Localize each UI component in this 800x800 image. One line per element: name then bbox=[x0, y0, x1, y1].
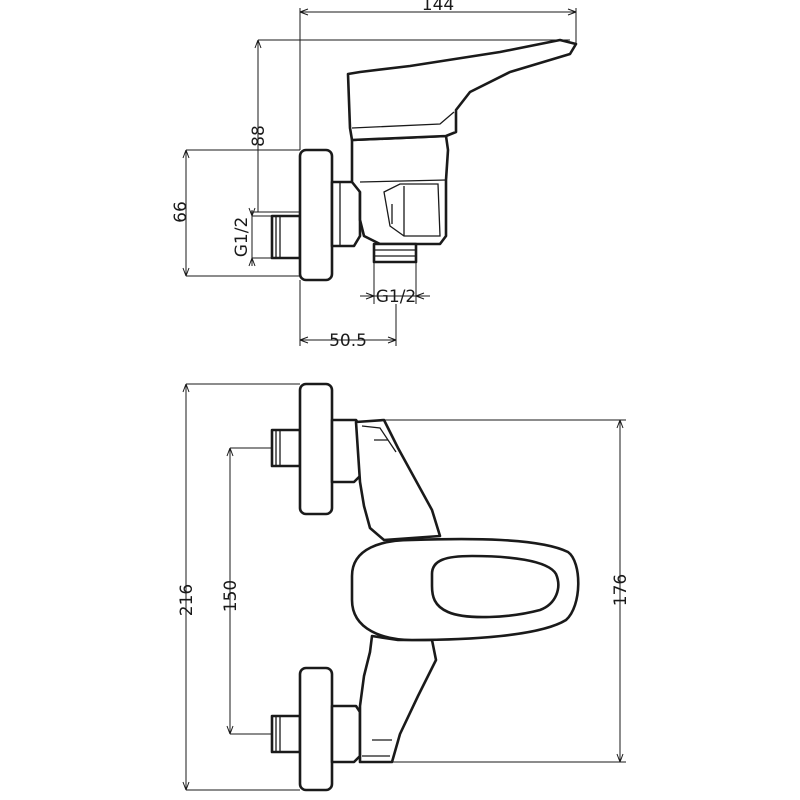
dimension-depth-50-5: 50.5 bbox=[299, 280, 397, 351]
dimension-height-176: 176 bbox=[384, 419, 631, 763]
side-connector bbox=[330, 180, 362, 248]
side-wall-flange bbox=[298, 148, 334, 282]
front-lower-flange bbox=[298, 666, 334, 792]
front-mixer-body-lower bbox=[358, 634, 438, 764]
label-height-overall: 216 bbox=[177, 584, 197, 616]
dimension-height-88: 88 bbox=[249, 39, 570, 213]
label-height-handle: 88 bbox=[249, 125, 269, 147]
front-mixer-body bbox=[354, 418, 442, 542]
dimension-outlet-thread: G1/2 bbox=[360, 262, 430, 307]
label-width-overall: 144 bbox=[422, 0, 454, 15]
side-outlet-nipple bbox=[372, 242, 418, 264]
label-inlet-spacing: 150 bbox=[221, 580, 241, 612]
dimension-height-66: 66 bbox=[171, 149, 300, 277]
dimension-inlet-thread: G1/2 bbox=[232, 207, 272, 267]
dimension-width-144: 144 bbox=[299, 0, 577, 150]
side-view: 144 88 66 G1/2 G1/2 bbox=[171, 0, 578, 351]
side-mixer-body bbox=[350, 134, 450, 246]
label-inlet-thread: G1/2 bbox=[232, 217, 252, 258]
label-outlet-thread: G1/2 bbox=[376, 287, 417, 307]
label-depth-outlet: 50.5 bbox=[329, 331, 367, 351]
front-view: 216 150 176 bbox=[177, 382, 631, 792]
front-handle-inset bbox=[430, 554, 560, 619]
label-height-body: 66 bbox=[171, 201, 191, 223]
side-handle-lever bbox=[346, 38, 578, 142]
front-upper-flange bbox=[298, 382, 334, 516]
label-body-height: 176 bbox=[611, 574, 631, 606]
dimension-height-216: 216 bbox=[177, 383, 300, 791]
dimension-spacing-150: 150 bbox=[221, 447, 272, 735]
